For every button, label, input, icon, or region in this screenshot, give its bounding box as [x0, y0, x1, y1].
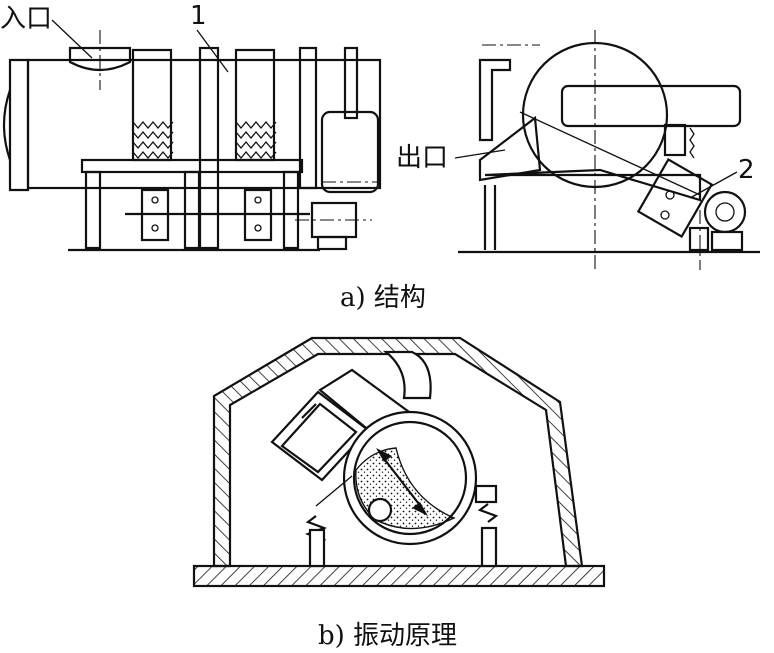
- label-outlet: 出口: [396, 143, 448, 173]
- caption-a: a) 结构: [340, 283, 426, 313]
- side-view-structure: [2, 30, 382, 252]
- caption-b: b) 振动原理: [318, 621, 457, 651]
- label-inlet: 入口: [0, 4, 52, 34]
- callout-2: 2: [738, 155, 755, 185]
- callout-1: 1: [190, 1, 207, 31]
- end-view-structure: [458, 30, 760, 270]
- vibration-principle: [192, 336, 606, 588]
- leader-2: [689, 171, 738, 199]
- leader-outlet: [454, 149, 506, 159]
- leader-1: [196, 29, 229, 73]
- leader-inlet: [51, 19, 93, 59]
